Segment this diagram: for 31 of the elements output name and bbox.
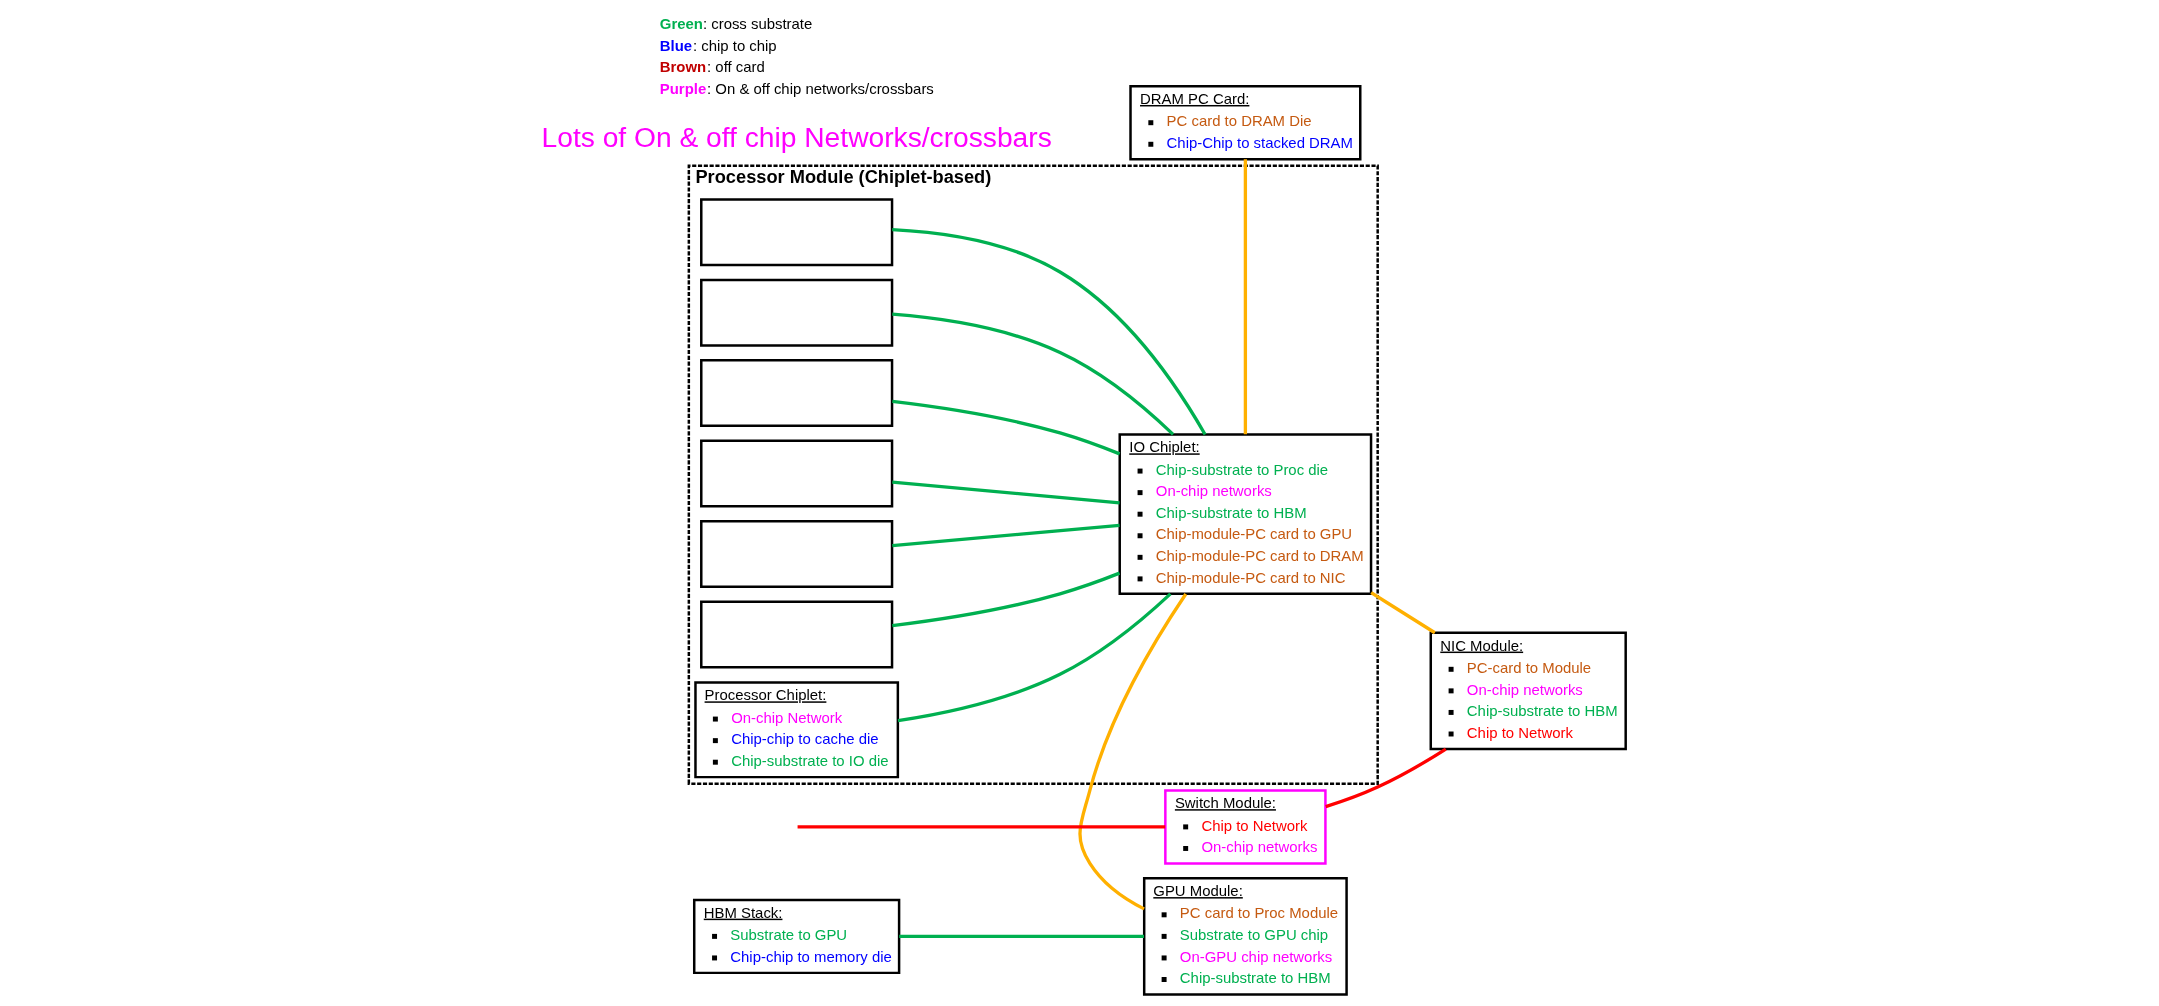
- node-box: NIC Module: PC-card to Module On-chip networks Chip-substrate to HBM Chip to Network: [1429, 631, 1627, 751]
- node-box: IO Chiplet: Chip-substrate to Proc die On-chip networks Chip-substrate to HBM Chip-module-PC card to GPU Chip-module-PC card to DRAM Chip-module-PC card to NIC: [1118, 433, 1373, 596]
- connector: [892, 312, 1175, 436]
- label: Lots of On & off chip Networks/crossbars: [541, 121, 1052, 154]
- connector: [892, 480, 1120, 505]
- connector: [892, 227, 1207, 436]
- connector: [797, 825, 1166, 829]
- node-box: [700, 600, 894, 669]
- connector: [892, 523, 1120, 548]
- node-box: [700, 198, 894, 267]
- node-box: Processor Chiplet: On-chip Network Chip-chip to cache die Chip-substrate to IO die: [694, 681, 900, 779]
- legend-label: Green: cross substrate: [659, 15, 813, 33]
- node-box: [700, 439, 894, 508]
- connector: [1325, 747, 1447, 809]
- connector: [1370, 591, 1436, 635]
- legend-label: Purple: On & off chip networks/crossbars: [659, 80, 934, 98]
- node-box: Switch Module: Chip to Network On-chip networks: [1164, 789, 1327, 865]
- connector: [899, 934, 1144, 939]
- node-box: [700, 278, 894, 347]
- node-box: GPU Module: PC card to Proc Module Substrate to GPU chip On-GPU chip networks Chip-substrate to HBM: [1142, 877, 1348, 996]
- connector: [1243, 159, 1248, 435]
- connector: [897, 592, 1172, 723]
- node-box: [700, 359, 894, 428]
- connector: [1078, 593, 1188, 911]
- legend-label: Brown: off card: [659, 58, 765, 76]
- node-box: HBM Stack: Substrate to GPU Chip-chip to memory die: [693, 898, 901, 975]
- node-box: [700, 520, 894, 588]
- connector: [892, 399, 1121, 456]
- connector: [892, 571, 1121, 628]
- node-box: DRAM PC Card: PC card to DRAM Die Chip-Chip to stacked DRAM: [1129, 84, 1362, 161]
- legend-label: Blue: chip to chip: [659, 36, 777, 54]
